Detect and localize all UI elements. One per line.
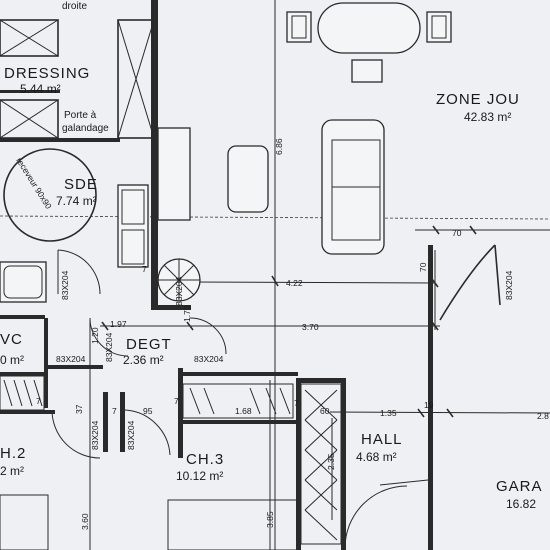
living-furniture [227, 2, 452, 255]
door-size-label: 83X204 [60, 270, 70, 300]
dim-168: 1.68 [235, 406, 252, 416]
dim-95: 95 [143, 406, 153, 416]
door-size-label: 83X204 [504, 270, 514, 300]
room-area-degt: 2.36 m² [123, 353, 164, 367]
door-size-label: 83X204 [126, 420, 136, 450]
dim-7c: 7 [112, 406, 117, 416]
dim-70-top: 70 [452, 228, 462, 238]
dim-235: 2.35 [326, 453, 336, 470]
room-name-dressing: DRESSING [4, 65, 90, 82]
dressing-shelving [0, 19, 155, 139]
chair [351, 59, 383, 83]
note-porte-line1: Porte à [64, 110, 97, 121]
room-name-hall: HALL [361, 431, 403, 448]
room-area-sde: 7.74 m² [56, 194, 97, 208]
door-size-label: 83X204 [174, 276, 184, 306]
coffee-table [227, 145, 269, 213]
room-name-zone-jour: ZONE JOU [436, 91, 520, 108]
dim-370: 3.70 [302, 322, 319, 332]
round-fixture [157, 258, 201, 302]
room-name-ch3: CH.3 [186, 451, 224, 468]
dim-7b: 7 [36, 396, 41, 406]
dim-360: 3.60 [80, 513, 90, 530]
cabinet [157, 127, 191, 221]
room-name-ch2: H.2 [0, 445, 26, 462]
dim-135: 1.35 [380, 408, 397, 418]
room-area-garage: 16.82 [506, 497, 536, 511]
room-area-wc: 0 m² [0, 353, 24, 367]
door-swings [51, 244, 501, 549]
dim-28: 2.8 [537, 411, 549, 421]
dim-7d: 7 [174, 396, 179, 406]
room-name-wc: VC [0, 331, 23, 348]
door-size-label: 83X204 [194, 354, 224, 364]
door-size-label: 83X204 [56, 354, 86, 364]
dim-7a: 7 [142, 264, 147, 274]
walls [0, 0, 433, 550]
dim-422: 4.22 [286, 278, 303, 288]
dim-70-side: 70 [418, 262, 428, 272]
room-area-hall: 4.68 m² [356, 450, 397, 464]
room-area-ch3: 10.12 m² [176, 469, 223, 483]
room-name-degt: DEGT [126, 336, 172, 353]
dim-19: 19 [424, 400, 434, 410]
dim-37: 37 [74, 404, 84, 414]
dimension-ticks [101, 225, 477, 418]
dining-table [317, 2, 421, 54]
beds [0, 494, 299, 550]
bathtub [0, 261, 47, 303]
washbasin-unit [117, 184, 149, 268]
chair [426, 11, 452, 43]
dim-197: 1.97 [110, 319, 127, 329]
dim-60: 60 [320, 406, 330, 416]
room-name-sde: SDE [64, 176, 98, 193]
door-size-label: 83X204 [104, 332, 114, 362]
shower-area [3, 148, 97, 242]
closets [0, 375, 342, 545]
room-area-ch2: 2 m² [0, 464, 24, 478]
door-size-label: 83X204 [90, 420, 100, 450]
room-area-dressing: 5.44 m² [20, 82, 61, 96]
sde-fixtures [0, 127, 191, 303]
chair [286, 11, 312, 43]
dim-385: 3.85 [265, 511, 275, 528]
room-area-zone-jour: 42.83 m² [464, 110, 511, 124]
dim-170: 1.70 [182, 305, 192, 322]
note-droite: droite [62, 1, 87, 12]
room-name-garage: GARA [496, 478, 543, 495]
dim-7e: 7 [294, 398, 299, 408]
dim-120: 1.20 [90, 327, 100, 344]
dim-686: 6.86 [274, 138, 284, 155]
note-porte-line2: galandage [62, 123, 109, 134]
